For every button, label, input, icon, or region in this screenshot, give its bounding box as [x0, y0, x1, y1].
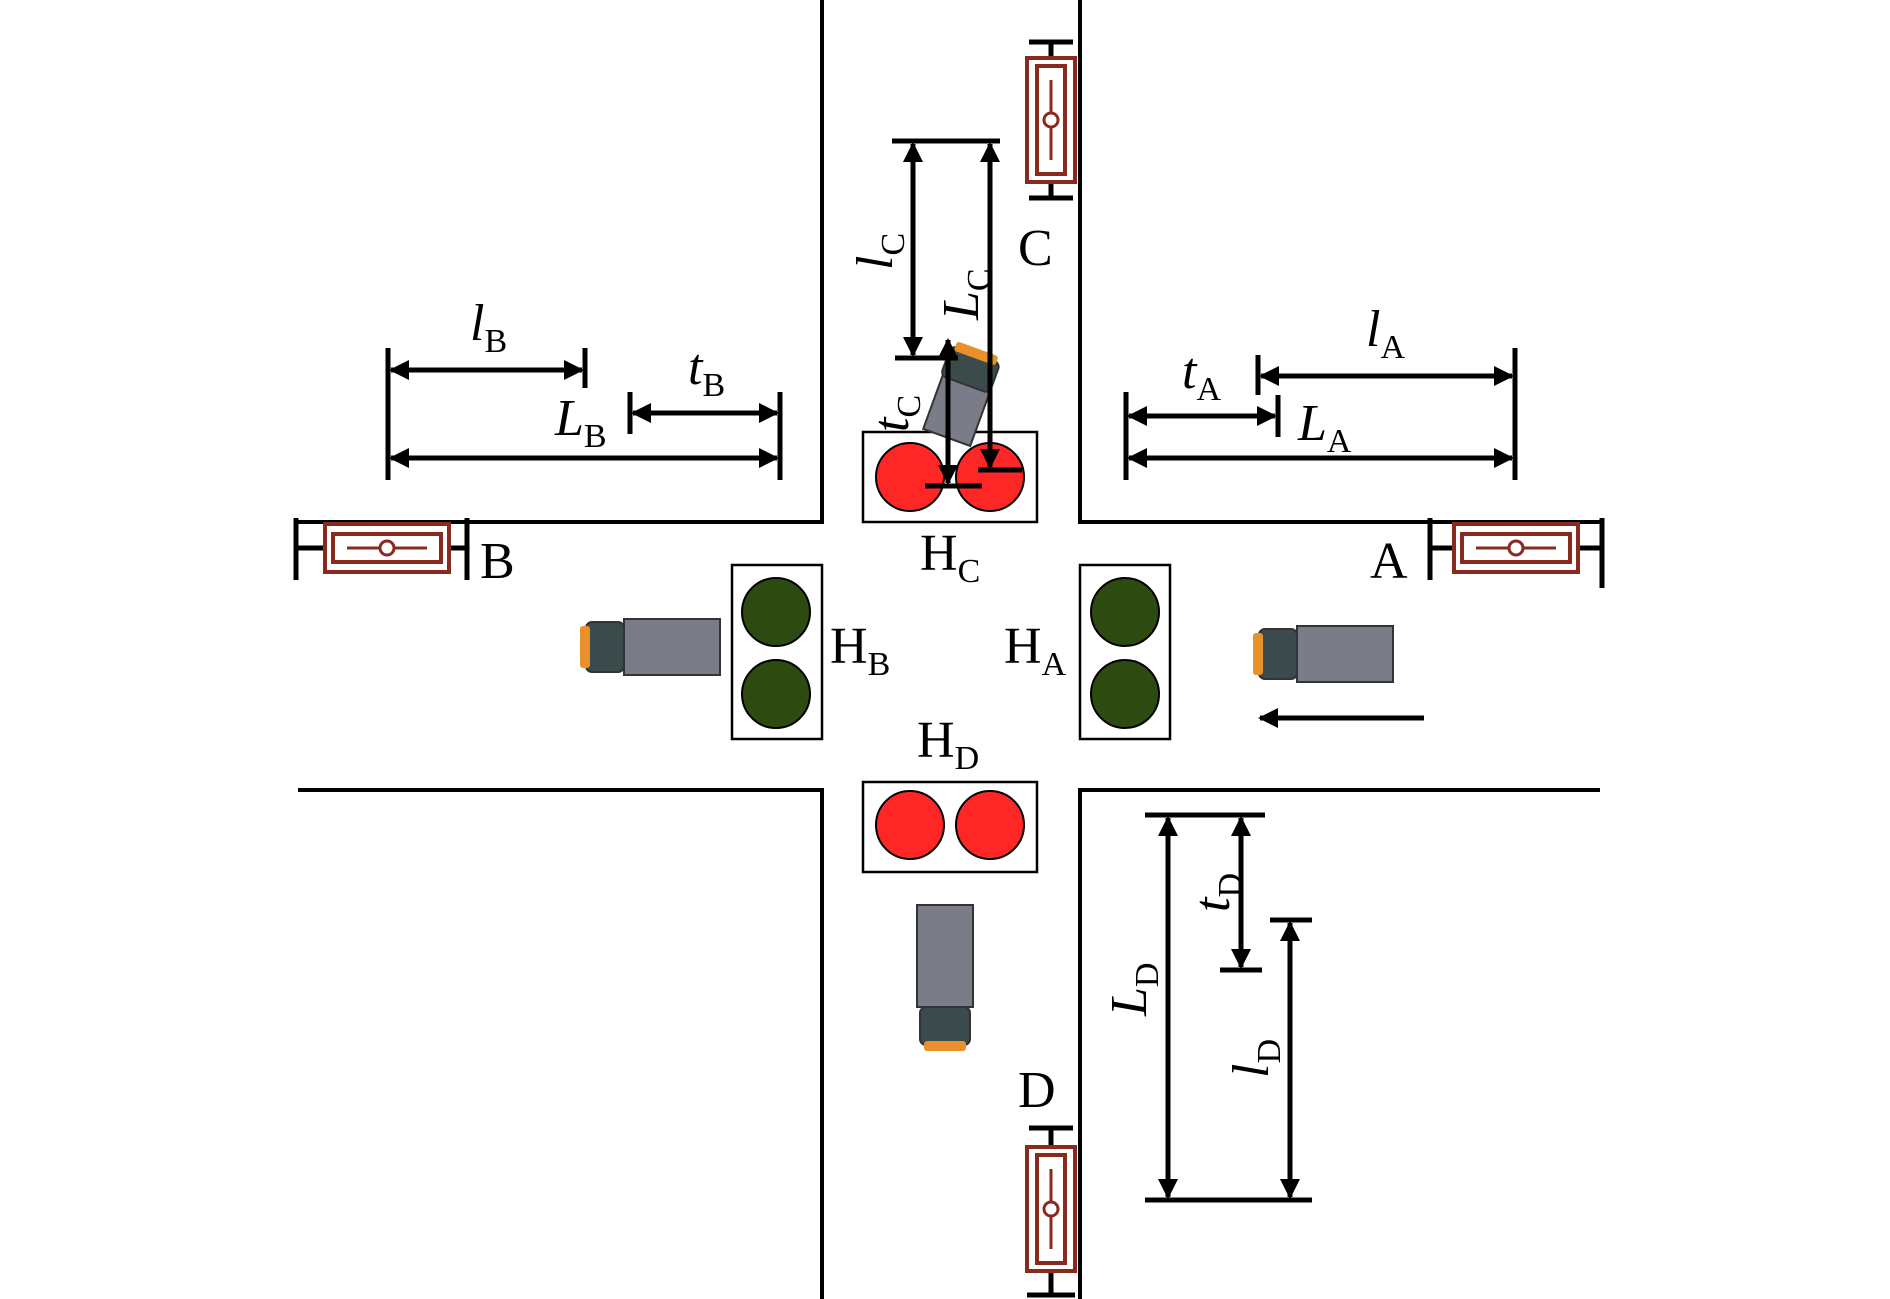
signal-hd	[861, 780, 1039, 874]
dim-label-tc: tC	[863, 395, 928, 432]
dimension-group-d	[1145, 812, 1312, 1203]
dimension-group-a	[1123, 348, 1518, 480]
dim-label-ld: lD	[1223, 1039, 1288, 1078]
sensor-device-d	[1025, 1125, 1077, 1298]
road-edges	[298, 0, 1600, 1299]
truck-south	[916, 904, 974, 1051]
dim-label-La: LA	[1297, 395, 1352, 460]
sensor-device-b	[293, 518, 470, 580]
dim-label-la: lA	[1366, 301, 1405, 366]
signal-label-hb: HB	[830, 618, 890, 683]
station-label-c: C	[1018, 220, 1053, 277]
dim-label-lc: lC	[847, 233, 912, 270]
dimension-group-b	[385, 348, 783, 480]
truck-east	[1253, 625, 1394, 683]
station-label-d: D	[1018, 1062, 1056, 1119]
signal-label-ha: HA	[1004, 618, 1067, 683]
signal-hb	[730, 563, 824, 741]
dim-label-ta: tA	[1182, 343, 1221, 408]
truck-west	[580, 618, 721, 676]
station-label-a: A	[1370, 533, 1408, 590]
signal-label-hc: HC	[920, 525, 980, 590]
signal-label-hd: HD	[917, 712, 979, 777]
dim-label-lb: lB	[470, 295, 507, 360]
dim-label-tb: tB	[688, 339, 725, 404]
sensor-device-c	[1025, 39, 1077, 201]
station-label-b: B	[480, 533, 515, 590]
signal-ha	[1078, 563, 1172, 741]
dim-label-Ld: LD	[1101, 963, 1166, 1017]
dim-label-td: tD	[1184, 873, 1249, 912]
dim-label-Lb: LB	[554, 390, 607, 455]
dimension-group-c	[892, 138, 1022, 489]
sensor-device-a	[1427, 518, 1605, 588]
dim-label-Lc: LC	[933, 268, 998, 321]
